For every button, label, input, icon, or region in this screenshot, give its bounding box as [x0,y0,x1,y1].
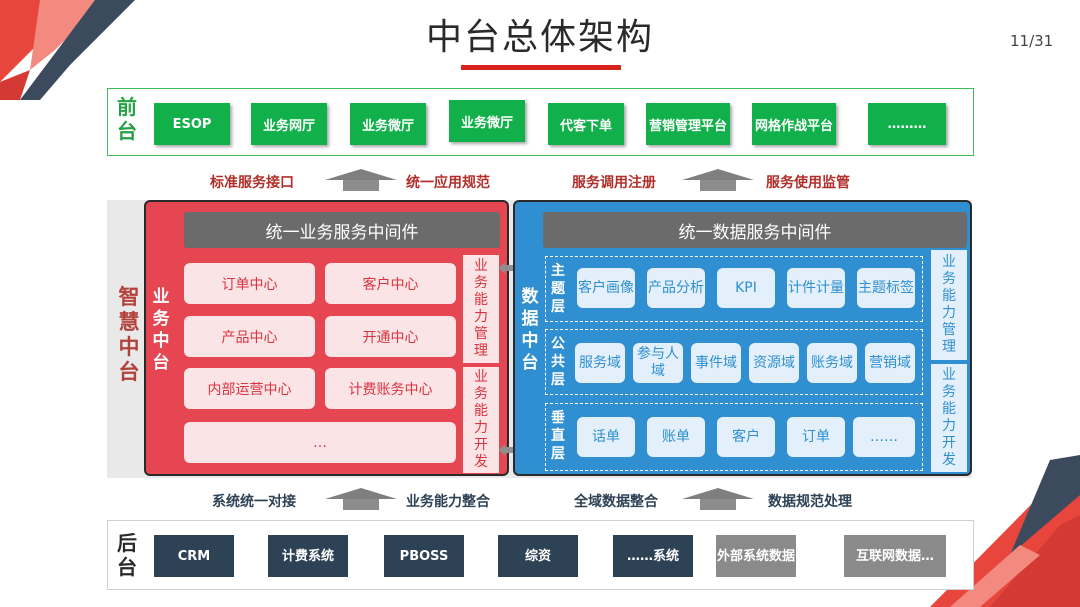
data-capability-development: 业务能力开发 [931,364,967,472]
back-item-crm: CRM [154,535,234,577]
common-layer [545,329,923,395]
back-item-billing-system: 计费系统 [268,535,348,577]
common-item-party-domain: 参与人域 [633,343,683,383]
business-middle-platform: 业务中台 统一业务服务中间件 订单中心 客户中心 产品中心 开通中心 内部运营中… [144,200,509,476]
theme-item-product-analysis: 产品分析 [647,268,705,308]
theme-layer-label: 主题层 [551,263,565,315]
back-layer-label: 后台 [117,531,137,579]
vertical-layer [545,403,923,471]
business-capability-development-label: 业务能力开发 [474,369,488,470]
billing-center: 计费账务中心 [325,368,456,409]
data-capability-management-label: 业务能力管理 [942,254,956,355]
connector-text-service-registry: 服务调用注册 [572,175,656,191]
front-layer: 前台 ESOP 业务网厅 业务微厅 业务微厅 代客下单 营销管理平台 网格作战平… [107,88,974,156]
product-center: 产品中心 [184,316,315,357]
business-capability-management: 业务能力管理 [463,255,499,363]
theme-layer [545,256,923,322]
data-middleware-header: 统一数据服务中间件 [543,212,967,248]
data-middle-platform: 数据中台 统一数据服务中间件 主题层 客户画像 产品分析 KPI 计件计量 主题… [513,200,972,476]
connector-text-capability-integration: 业务能力整合 [406,494,490,510]
vertical-item-customer: 客户 [717,417,775,457]
business-capability-management-label: 业务能力管理 [474,258,488,359]
common-layer-label: 公共层 [551,336,565,388]
internal-operations-center: 内部运营中心 [184,368,315,409]
connector-text-system-docking: 系统统一对接 [212,494,296,510]
business-platform-label: 业务中台 [152,287,170,373]
front-item-more: ……… [868,103,946,145]
connector-text-service-monitoring: 服务使用监管 [766,175,850,191]
common-item-account-domain: 账务域 [807,343,857,383]
business-center-more: … [184,422,456,463]
front-layer-label: 前台 [117,95,137,143]
connector-text-data-integration: 全域数据整合 [574,494,658,510]
front-item-proxy-order: 代客下单 [548,103,624,145]
middle-layer-label: 智慧中台 [118,285,140,384]
up-arrow-icon [682,488,754,510]
vertical-item-bill: 账单 [647,417,705,457]
up-arrow-icon [325,488,397,510]
back-item-pboss: PBOSS [384,535,464,577]
up-arrow-icon [325,169,397,191]
front-item-web-hall: 业务网厅 [251,103,327,145]
up-arrow-icon [682,169,754,191]
vertical-layer-label: 垂直层 [551,410,565,462]
theme-item-kpi: KPI [717,268,775,308]
business-capability-development: 业务能力开发 [463,367,499,473]
theme-item-customer-profile: 客户画像 [577,268,635,308]
front-item-esop: ESOP [154,103,230,145]
corner-decoration-top-left [0,0,135,100]
title-underline [461,65,621,70]
common-item-service-domain: 服务域 [575,343,625,383]
back-layer: 后台 CRM 计费系统 PBOSS 综资 ……系统 外部系统数据 互联网数据… [107,520,974,590]
front-item-micro-hall-2: 业务微厅 [449,100,525,142]
page-title: 中台总体架构 [425,17,654,58]
data-platform-label: 数据中台 [521,287,539,373]
vertical-item-more: …… [853,417,915,457]
data-capability-management: 业务能力管理 [931,250,967,360]
connector-text-data-normalization: 数据规范处理 [768,494,852,510]
back-item-other-systems: ……系统 [613,535,693,577]
back-item-external-data: 外部系统数据 [716,535,796,577]
vertical-item-call-record: 话单 [577,417,635,457]
customer-center: 客户中心 [325,263,456,304]
common-item-resource-domain: 资源域 [749,343,799,383]
theme-item-theme-tags: 主题标签 [857,268,915,308]
connector-text-unified-spec: 统一应用规范 [406,175,490,191]
vertical-item-order: 订单 [787,417,845,457]
front-item-micro-hall: 业务微厅 [350,103,426,145]
common-item-marketing-domain: 营销域 [865,343,915,383]
common-item-event-domain: 事件域 [691,343,741,383]
theme-item-piece-metering: 计件计量 [787,268,845,308]
back-item-internet-data: 互联网数据… [844,535,946,577]
business-middleware-header: 统一业务服务中间件 [184,212,500,248]
data-capability-development-label: 业务能力开发 [942,367,956,468]
front-item-grid-platform: 网格作战平台 [752,103,836,145]
activation-center: 开通中心 [325,316,456,357]
front-item-marketing-platform: 营销管理平台 [646,103,730,145]
order-center: 订单中心 [184,263,315,304]
page-number: 11/31 [1010,32,1054,50]
connector-text-standard-interface: 标准服务接口 [210,175,294,191]
back-item-resources: 综资 [498,535,578,577]
